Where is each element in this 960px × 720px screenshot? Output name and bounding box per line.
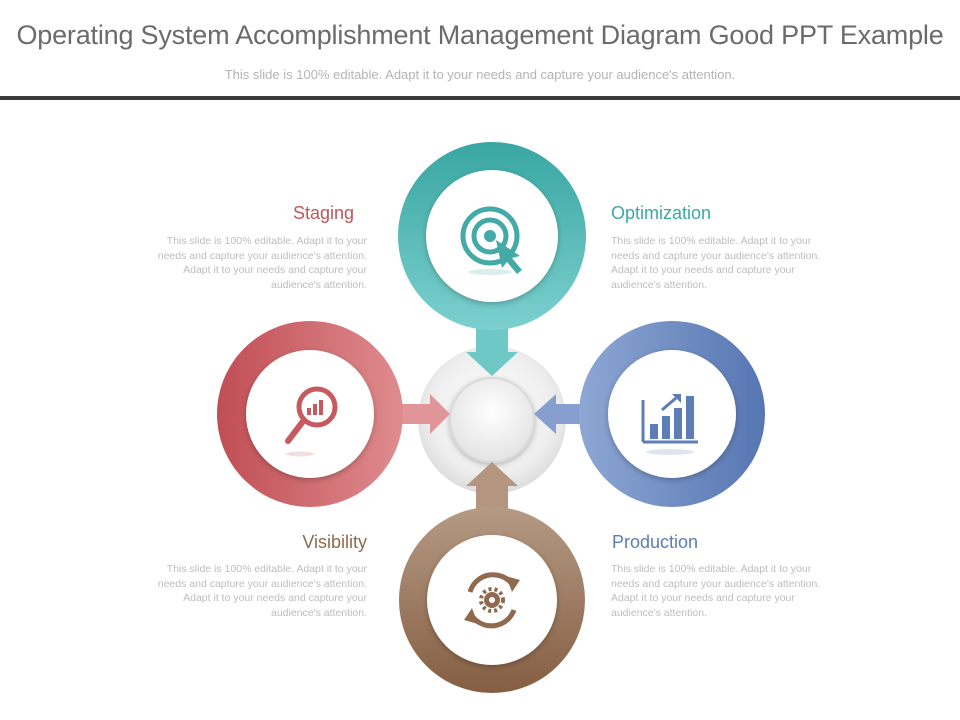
production-description: This slide is 100% editable. Adapt it to… bbox=[611, 563, 821, 619]
staging-label: Staging bbox=[292, 203, 354, 223]
staging-description: This slide is 100% editable. Adapt it to… bbox=[157, 235, 367, 291]
optimization-node bbox=[398, 142, 586, 376]
page-subtitle: This slide is 100% editable. Adapt it to… bbox=[224, 67, 736, 82]
target-icon bbox=[460, 206, 522, 275]
magnifier-chart-icon bbox=[285, 386, 338, 457]
optimization-description: This slide is 100% editable. Adapt it to… bbox=[611, 235, 821, 291]
hub-core bbox=[449, 377, 535, 463]
visibility-description: This slide is 100% editable. Adapt it to… bbox=[157, 563, 367, 619]
visibility-label: Visibility bbox=[302, 532, 367, 552]
optimization-label: Optimization bbox=[611, 203, 712, 223]
header-divider bbox=[0, 96, 960, 100]
production-label: Production bbox=[612, 532, 699, 552]
production-node bbox=[534, 321, 765, 507]
visibility-node bbox=[399, 462, 585, 693]
page-title: Operating System Accomplishment Manageme… bbox=[16, 20, 944, 50]
staging-node bbox=[217, 321, 450, 507]
gear-cycle-icon bbox=[464, 572, 520, 629]
growth-chart-icon bbox=[641, 394, 698, 455]
